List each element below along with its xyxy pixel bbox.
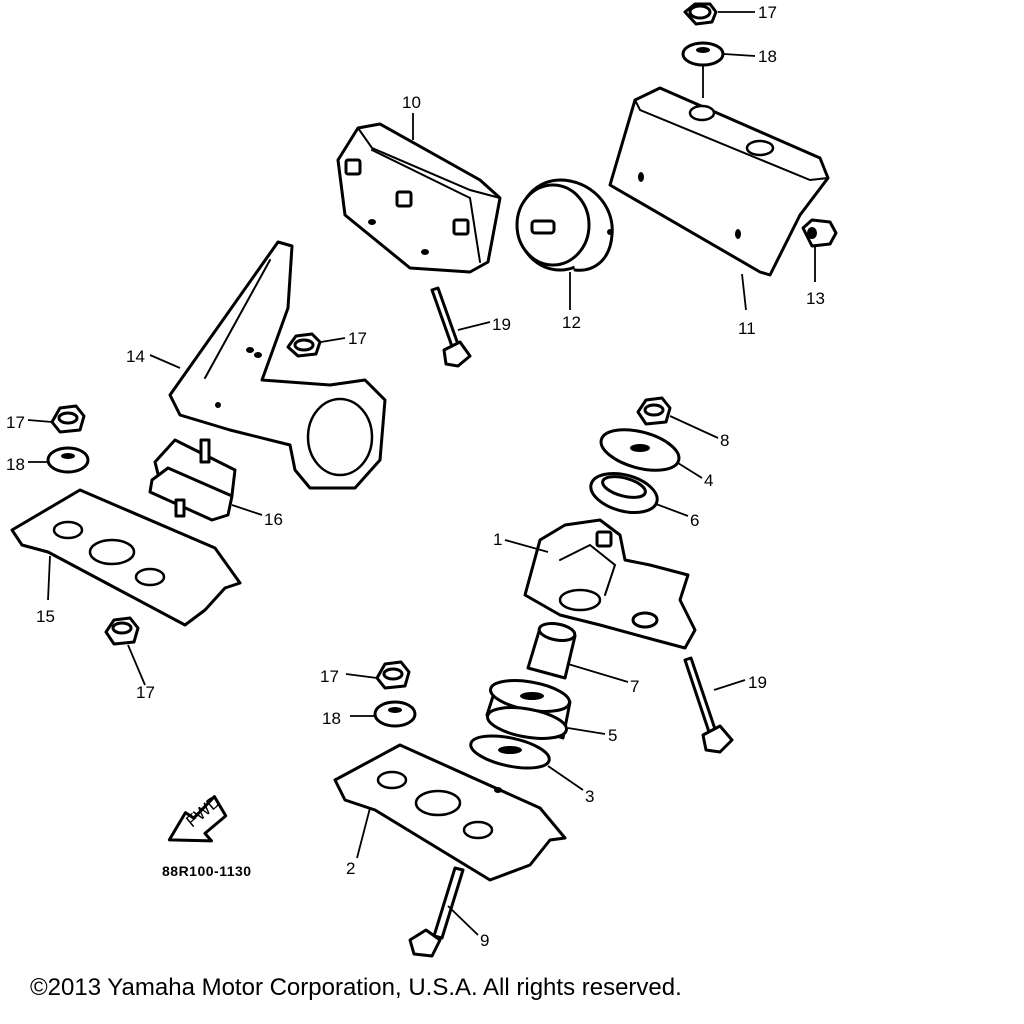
callout-15: 15 [36, 607, 55, 626]
bolt-19-upper [430, 286, 472, 368]
callout-12: 12 [562, 313, 581, 332]
callout-14: 14 [126, 347, 145, 366]
callout-17-bottom: 17 [320, 667, 339, 686]
nut-17-lower-left [104, 616, 140, 646]
callout-9: 9 [480, 931, 489, 950]
nut-17-left [50, 404, 86, 434]
washer-18-left [46, 446, 90, 474]
bolt-9 [408, 866, 465, 958]
callout-7: 7 [630, 677, 639, 696]
callout-8: 8 [720, 431, 729, 450]
bracket-arm-14 [168, 240, 387, 490]
callout-17-top: 17 [758, 3, 777, 22]
callout-10: 10 [402, 93, 421, 112]
part-code: 88R100-1130 [162, 863, 252, 879]
callout-1: 1 [493, 530, 502, 549]
callout-18-top: 18 [758, 47, 777, 66]
callout-3: 3 [585, 787, 594, 806]
washer-18-top [681, 41, 725, 67]
nut-17-bottom [375, 660, 411, 690]
nut-17-mid [286, 332, 322, 358]
washer-18-bottom [373, 700, 417, 728]
callout-2: 2 [346, 859, 355, 878]
callout-13: 13 [806, 289, 825, 308]
callout-19-right: 19 [748, 673, 767, 692]
bracket-10 [336, 122, 502, 274]
nut-17-top [683, 2, 718, 26]
ring-6 [589, 472, 659, 514]
damper-12 [515, 178, 614, 272]
callout-18-left: 18 [6, 455, 25, 474]
callout-17-lower-left: 17 [136, 683, 155, 702]
plate-15 [10, 488, 242, 627]
callout-17-mid: 17 [348, 329, 367, 348]
callout-19-upper: 19 [492, 315, 511, 334]
callout-18-bottom: 18 [322, 709, 341, 728]
callout-4: 4 [704, 471, 713, 490]
nut-8 [636, 396, 672, 426]
washer-4 [599, 428, 681, 472]
washer-3 [469, 734, 551, 770]
rubber-mount-16 [148, 438, 237, 522]
bolt-19-right [683, 656, 734, 754]
callout-11: 11 [738, 319, 756, 338]
grommet-13 [801, 218, 838, 248]
fwd-arrow-icon: FWD [167, 792, 228, 843]
callout-5: 5 [608, 726, 617, 745]
plate-2 [333, 743, 567, 882]
callout-16: 16 [264, 510, 283, 529]
callout-6: 6 [690, 511, 699, 530]
sleeve-7 [526, 622, 577, 680]
callout-17-left: 17 [6, 413, 25, 432]
copyright-notice: ©2013 Yamaha Motor Corporation, U.S.A. A… [30, 974, 682, 1001]
rubber-cushion-5 [485, 679, 572, 740]
engine-mount-bracket-1 [523, 518, 697, 650]
engine-cover-11 [608, 86, 830, 277]
